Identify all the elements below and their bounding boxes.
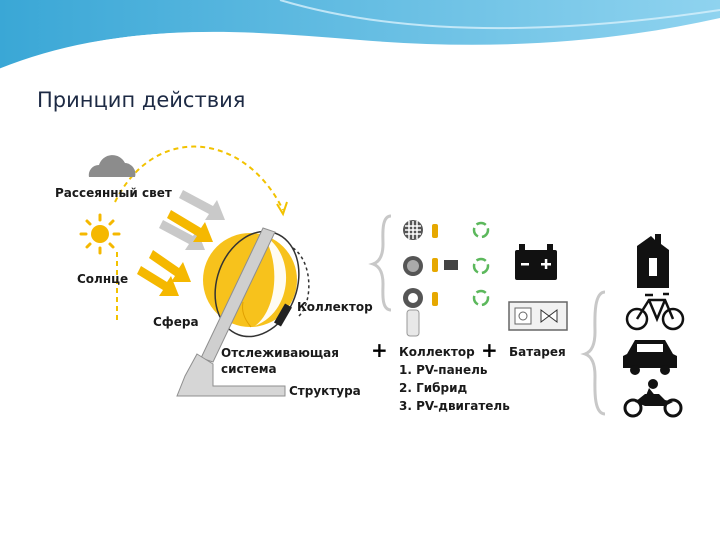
recycle-icon	[472, 221, 490, 307]
label-diffuse-light: Рассеянный свет	[55, 186, 172, 200]
plus-sign: +	[371, 338, 388, 362]
collector-type-pv-panel: 1. PV-панель	[399, 363, 488, 377]
sun-icon	[79, 213, 121, 255]
brace-left-top	[368, 214, 392, 312]
brace-right	[580, 290, 606, 416]
label-sun: Солнце	[77, 272, 129, 286]
collector-type-icons	[403, 220, 458, 337]
inverter-icon	[508, 301, 568, 331]
header-wave-decoration	[0, 0, 720, 72]
sunlight-arrows	[137, 210, 213, 296]
car-icon	[623, 340, 677, 375]
house-icon	[637, 234, 669, 288]
diffuse-light-arrows	[159, 190, 225, 250]
sphere-collector-bar	[274, 303, 292, 327]
slide-title: Принцип действия	[37, 88, 246, 112]
label-tracking-system-line2: система	[221, 362, 277, 376]
label-sphere: Сфера	[153, 315, 199, 329]
solar-principle-diagram: Рассеянный свет Солнце Сфера Коллектор О…	[45, 132, 713, 472]
plus-sign: +	[481, 338, 498, 362]
stand-structure-icon	[176, 227, 286, 397]
cloud-icon	[88, 155, 136, 177]
label-collector: Коллектор	[399, 345, 475, 359]
label-collector-on-sphere: Коллектор	[297, 300, 373, 314]
bicycle-icon	[625, 292, 685, 331]
collector-type-pv-engine: 3. PV-двигатель	[399, 399, 510, 413]
diagram-graphics	[79, 145, 685, 418]
battery-icon	[515, 244, 557, 280]
motorcycle-icon	[623, 379, 683, 418]
label-tracking-system-line1: Отслеживающая	[221, 346, 339, 360]
label-battery: Батарея	[509, 345, 566, 359]
collector-type-hybrid: 2. Гибрид	[399, 381, 468, 395]
tracking-ring-icon	[214, 230, 310, 338]
label-structure: Структура	[289, 384, 361, 398]
